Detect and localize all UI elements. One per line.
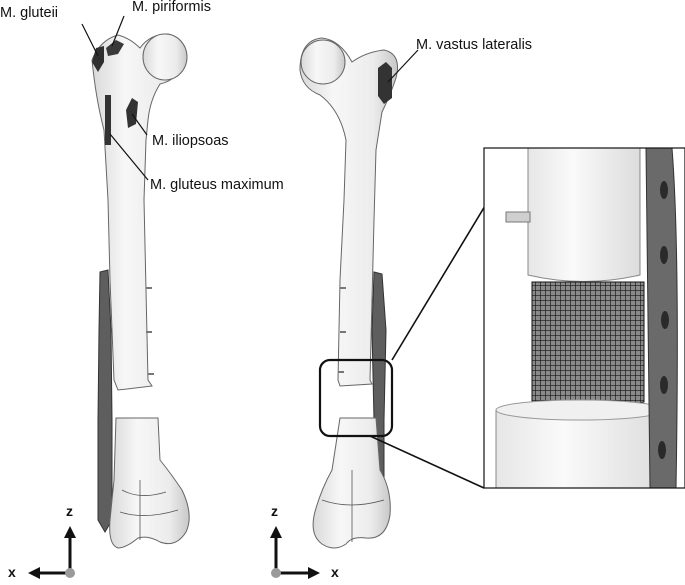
zoom-plate-holes	[658, 181, 669, 459]
left-piriformis-insertion	[106, 40, 124, 56]
right-distal-mesh-lines	[321, 470, 385, 542]
right-femur	[299, 37, 398, 549]
right-axis-z-label: z	[271, 503, 278, 519]
left-gluteus-maximum-insertion	[105, 95, 111, 145]
right-femoral-head	[300, 39, 346, 85]
left-iliopsoas-insertion	[126, 98, 138, 128]
right-axis-triad	[270, 526, 320, 579]
zoom-screw	[505, 211, 531, 223]
left-distal-mesh-lines	[119, 480, 179, 540]
label-gluteus-maximum: M. gluteus maximum	[150, 177, 284, 193]
leader-lines	[81, 15, 419, 181]
right-screws	[338, 287, 346, 373]
zoom-selection-box	[318, 358, 394, 438]
left-screws	[146, 287, 154, 375]
zoom-connector-bottom	[369, 435, 485, 489]
left-axis-triad	[28, 526, 76, 579]
zoom-upper-bone	[527, 148, 641, 282]
label-piriformis: M. piriformis	[132, 0, 211, 15]
label-gluteii: M. gluteii	[0, 5, 59, 21]
left-axis-z-label: z	[66, 503, 73, 519]
left-fixation-plate	[97, 269, 113, 533]
right-vastus-lateralis-insertion	[378, 62, 392, 104]
left-femoral-head	[142, 33, 188, 81]
left-gluteii-insertion	[92, 46, 104, 72]
zoom-scaffold-mesh	[531, 281, 645, 409]
right-proximal-femur	[299, 37, 398, 387]
left-femur	[91, 33, 190, 549]
label-vastus-lateralis: M. vastus lateralis	[416, 37, 533, 53]
right-axis-x-label: x	[331, 564, 339, 580]
left-axis-x-label: x	[8, 564, 16, 580]
left-distal-femur	[109, 417, 190, 549]
label-iliopsoas: M. iliopsoas	[152, 133, 229, 149]
zoom-detail	[484, 148, 685, 488]
